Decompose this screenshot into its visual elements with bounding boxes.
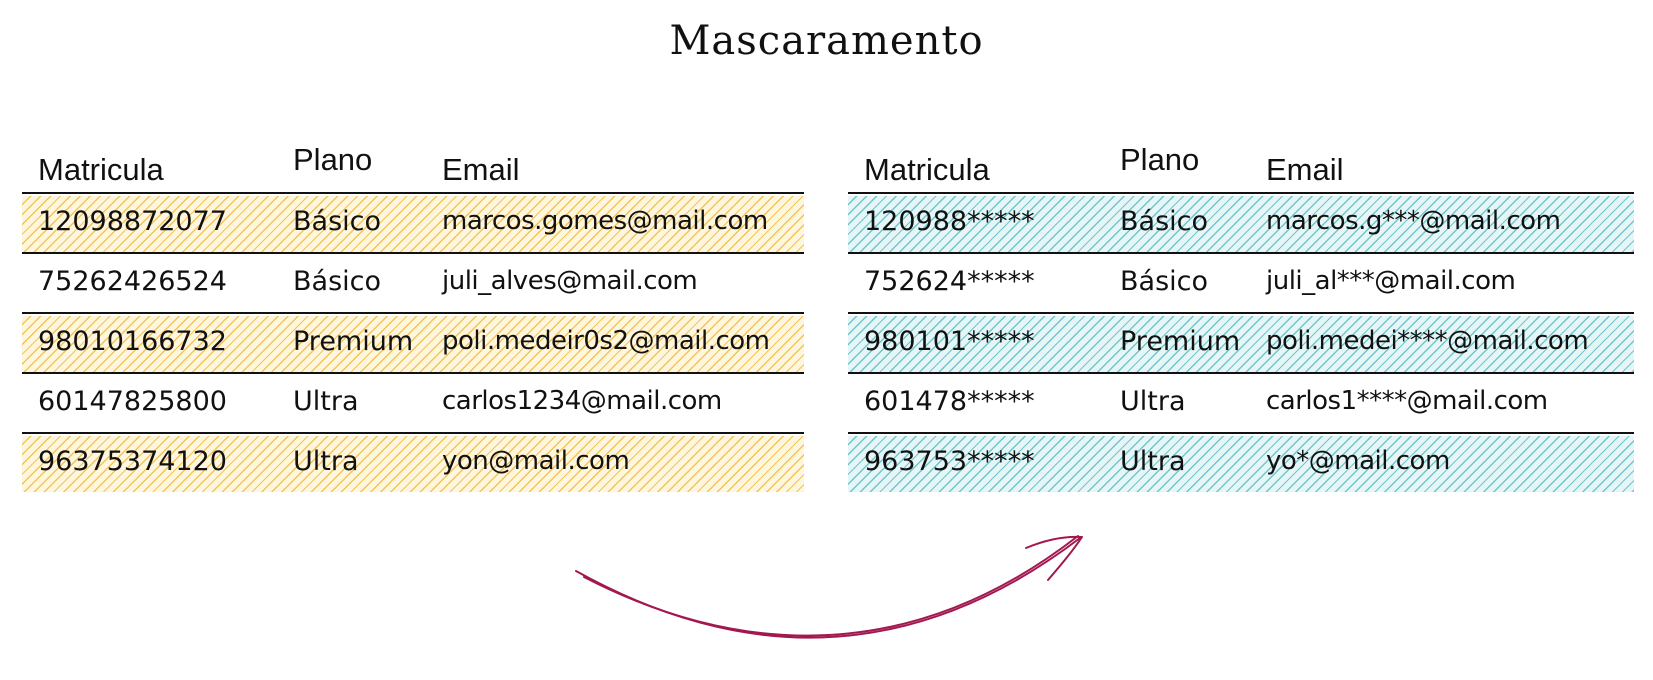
cell-email: yon@mail.com xyxy=(442,446,630,476)
cell-matricula: 601478***** xyxy=(864,386,1035,417)
table-row: 96375374120 Ultra yon@mail.com xyxy=(22,432,804,492)
header-matricula: Matricula xyxy=(864,152,990,187)
masked-table: Matricula Plano Email 120988***** Básico… xyxy=(848,140,1634,492)
cell-matricula: 96375374120 xyxy=(38,446,227,477)
cell-matricula: 75262426524 xyxy=(38,266,227,297)
header-email: Email xyxy=(442,152,520,187)
table-header: Matricula Plano Email xyxy=(22,140,804,192)
header-matricula: Matricula xyxy=(38,152,164,187)
cell-plano: Ultra xyxy=(1120,386,1186,417)
cell-matricula: 752624***** xyxy=(864,266,1035,297)
cell-plano: Ultra xyxy=(293,386,359,417)
cell-email: carlos1****@mail.com xyxy=(1266,386,1548,416)
cell-plano: Ultra xyxy=(1120,446,1186,477)
table-row: 601478***** Ultra carlos1****@mail.com xyxy=(848,372,1634,432)
diagram-title: Mascaramento xyxy=(669,18,984,64)
arrow-head xyxy=(1025,535,1083,581)
cell-plano: Básico xyxy=(1120,206,1209,237)
arrow-curve-echo xyxy=(583,535,1079,637)
cell-matricula: 980101***** xyxy=(864,326,1035,357)
cell-email: carlos1234@mail.com xyxy=(442,386,722,416)
original-table: Matricula Plano Email 12098872077 Básico… xyxy=(22,140,804,492)
table-row: 980101***** Premium poli.medei****@mail.… xyxy=(848,312,1634,372)
header-plano: Plano xyxy=(1120,142,1200,177)
cell-plano: Ultra xyxy=(293,446,359,477)
cell-email: poli.medei****@mail.com xyxy=(1266,326,1589,356)
cell-matricula: 12098872077 xyxy=(38,206,227,237)
cell-matricula: 60147825800 xyxy=(38,386,227,417)
table-row: 963753***** Ultra yo*@mail.com xyxy=(848,432,1634,492)
cell-email: poli.medeir0s2@mail.com xyxy=(442,326,770,356)
table-row: 98010166732 Premium poli.medeir0s2@mail.… xyxy=(22,312,804,372)
cell-plano: Premium xyxy=(1120,326,1241,357)
cell-email: juli_alves@mail.com xyxy=(442,266,698,296)
table-row: 752624***** Básico juli_al***@mail.com xyxy=(848,252,1634,312)
cell-email: juli_al***@mail.com xyxy=(1266,266,1516,296)
table-header: Matricula Plano Email xyxy=(848,140,1634,192)
header-plano: Plano xyxy=(293,142,373,177)
table-row: 60147825800 Ultra carlos1234@mail.com xyxy=(22,372,804,432)
table-row: 120988***** Básico marcos.g***@mail.com xyxy=(848,192,1634,252)
cell-plano: Premium xyxy=(293,326,414,357)
cell-email: marcos.gomes@mail.com xyxy=(442,206,768,236)
table-row: 75262426524 Básico juli_alves@mail.com xyxy=(22,252,804,312)
cell-plano: Básico xyxy=(293,266,382,297)
cell-matricula: 120988***** xyxy=(864,206,1035,237)
header-email: Email xyxy=(1266,152,1344,187)
cell-matricula: 98010166732 xyxy=(38,326,227,357)
cell-plano: Básico xyxy=(293,206,382,237)
arrow-curve xyxy=(575,537,1081,639)
cell-email: yo*@mail.com xyxy=(1266,446,1450,476)
table-row: 12098872077 Básico marcos.gomes@mail.com xyxy=(22,192,804,252)
cell-matricula: 963753***** xyxy=(864,446,1035,477)
cell-plano: Básico xyxy=(1120,266,1209,297)
cell-email: marcos.g***@mail.com xyxy=(1266,206,1561,236)
